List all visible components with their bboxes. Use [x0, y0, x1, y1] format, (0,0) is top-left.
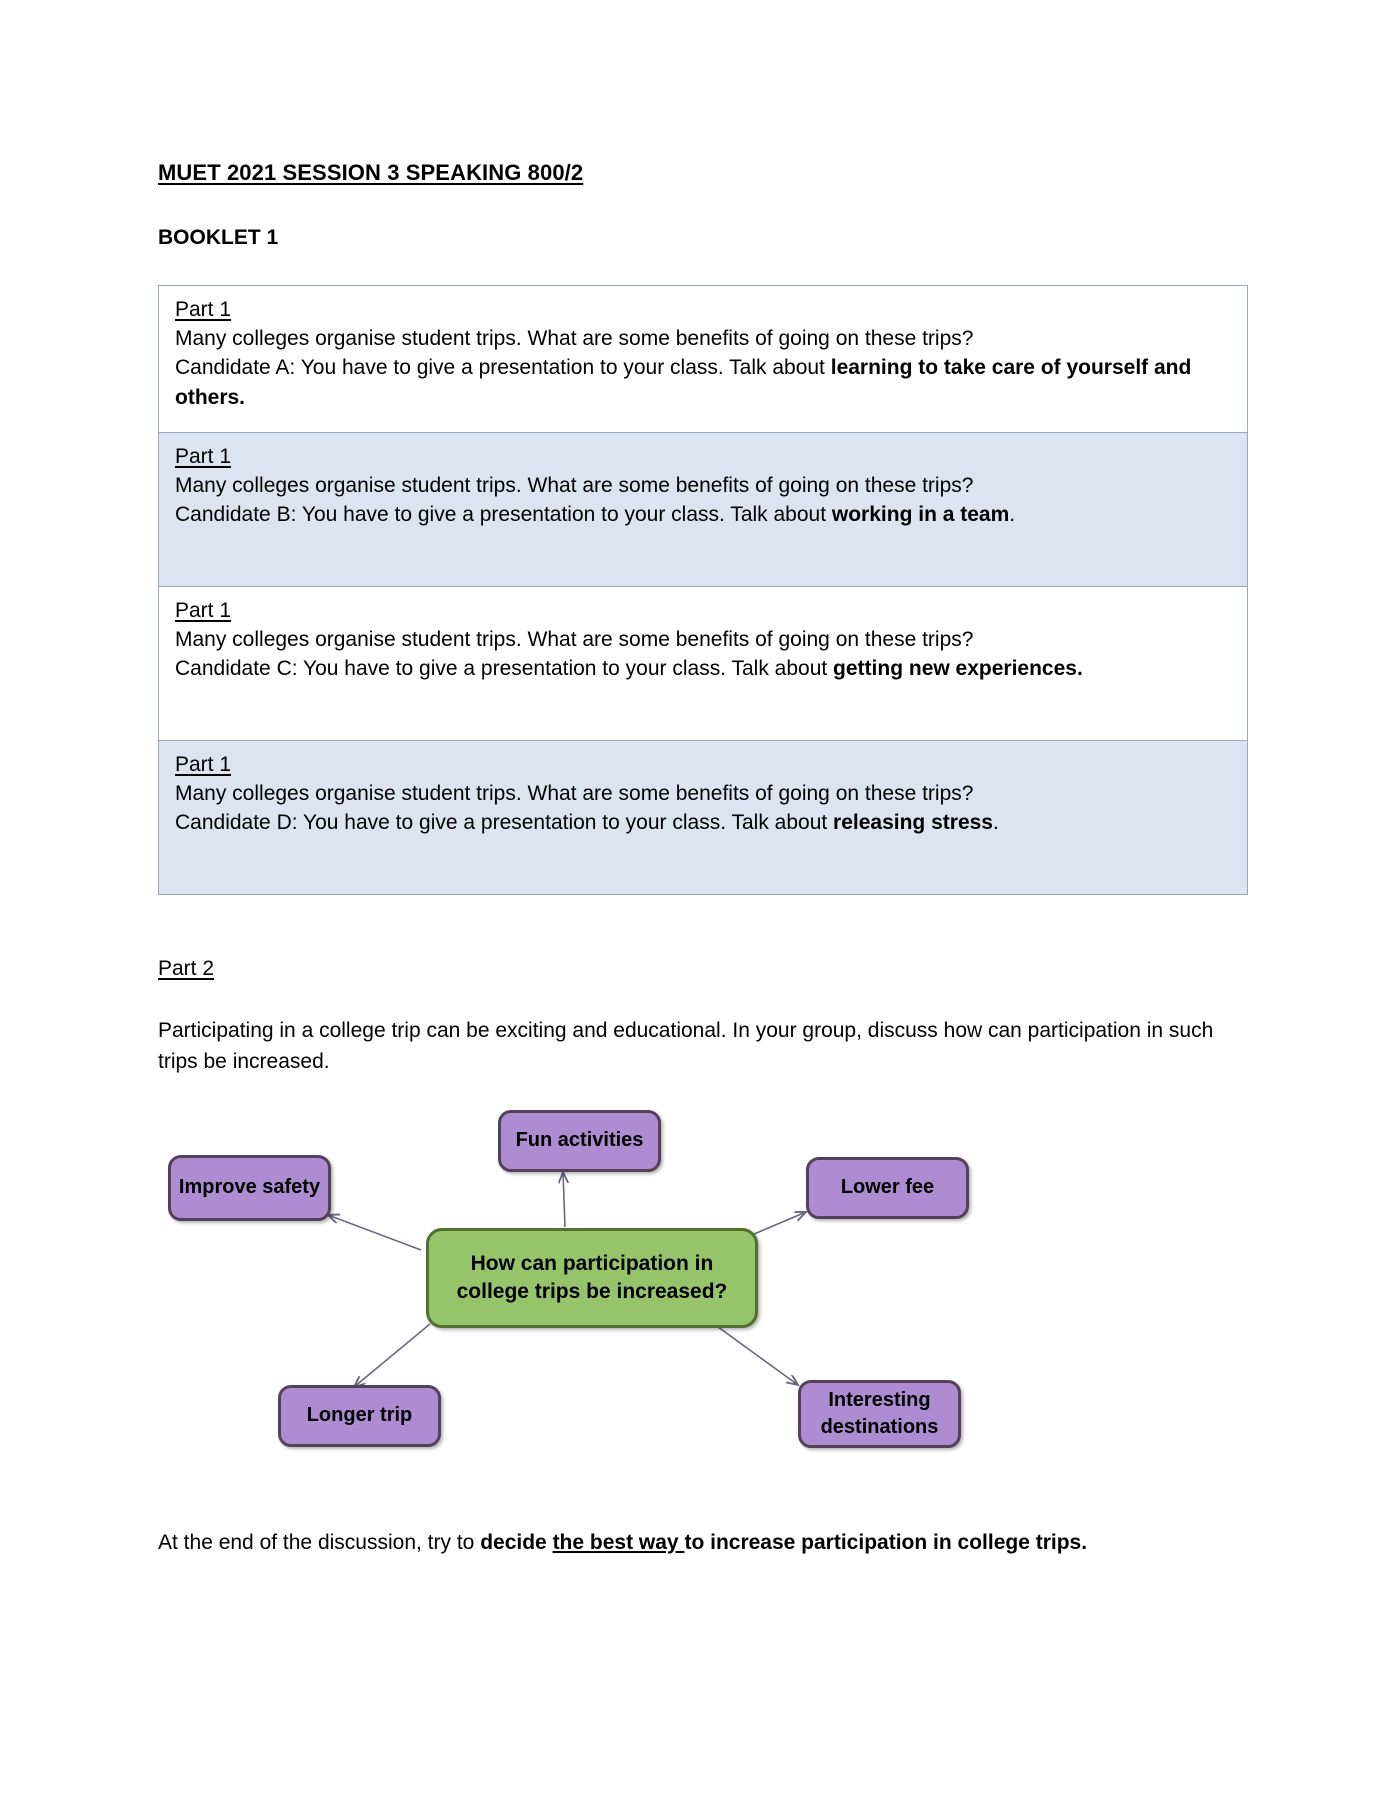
diagram-node-interesting-destinations[interactable]: Interesting destinations: [798, 1379, 961, 1448]
table-row: Part 1 Many colleges organise student tr…: [158, 739, 1248, 895]
page-title: MUET 2021 SESSION 3 SPEAKING 800/2: [158, 160, 584, 185]
closing-instruction: At the end of the discussion, try to dec…: [158, 1528, 1228, 1558]
part2-intro-text: Participating in a college trip can be e…: [158, 1018, 1214, 1074]
prompt-instruction: Candidate D: You have to give a presenta…: [175, 808, 1231, 838]
diagram-node-label: Longer trip: [306, 1404, 413, 1427]
prompt-cell-candidate-c: Part 1 Many colleges organise student tr…: [158, 585, 1248, 741]
prompt-topic-trailing: .: [1009, 503, 1016, 527]
part1-prompt-table: Part 1 Many colleges organise student tr…: [158, 284, 1248, 895]
prompt-cell-candidate-a: Part 1 Many colleges organise student tr…: [158, 284, 1248, 433]
part-label: Part 1: [175, 444, 232, 468]
closing-prefix: At the end of the discussion, try to: [158, 1530, 481, 1554]
part-label: Part 1: [175, 598, 232, 622]
closing-underlined: the best way: [552, 1530, 685, 1554]
diagram-node-lower-fee[interactable]: Lower fee: [806, 1156, 969, 1219]
prompt-instruction: Candidate B: You have to give a presenta…: [175, 500, 1231, 530]
diagram-node-label: Lower fee: [840, 1176, 935, 1199]
diagram-node-label: Fun activities: [515, 1129, 644, 1152]
diagram-center-line-2: college trips be increased?: [456, 1279, 728, 1303]
prompt-question: Many colleges organise student trips. Wh…: [175, 781, 974, 805]
prompt-instruction-prefix: Candidate D: You have to give a presenta…: [175, 811, 834, 835]
prompt-question: Many colleges organise student trips. Wh…: [175, 627, 974, 651]
diagram-node-longer-trip[interactable]: Longer trip: [278, 1384, 441, 1447]
part2-section: Part 2 Participating in a college trip c…: [158, 957, 1248, 1558]
prompt-cell-candidate-d: Part 1 Many colleges organise student tr…: [158, 739, 1248, 895]
prompt-topic: working in a team: [831, 503, 1010, 527]
prompt-question: Many colleges organise student trips. Wh…: [175, 473, 974, 497]
connector-fun-activities: [563, 1172, 565, 1227]
connector-improve-safety: [328, 1215, 422, 1251]
connector-interesting-destinations: [713, 1322, 798, 1385]
table-row: Part 1 Many colleges organise student tr…: [158, 431, 1248, 587]
page-content: MUET 2021 SESSION 3 SPEAKING 800/2 BOOKL…: [158, 160, 1248, 1579]
connector-longer-trip: [354, 1322, 431, 1387]
prompt-instruction-prefix: Candidate B: You have to give a presenta…: [175, 503, 832, 527]
diagram-node-central-question[interactable]: How can participation in college trips b…: [426, 1227, 758, 1328]
prompt-instruction: Candidate A: You have to give a presenta…: [175, 353, 1231, 413]
prompt-topic: learning to take care of yourself and ot…: [175, 356, 1192, 410]
diagram-center-line-1: How can participation in: [470, 1251, 714, 1275]
mind-map-diagram: Fun activities Improve safety Lower fee …: [158, 1102, 1248, 1502]
part-label: Part 1: [175, 297, 232, 321]
prompt-topic-trailing: .: [992, 811, 999, 835]
diagram-node-fun-activities[interactable]: Fun activities: [498, 1109, 661, 1172]
prompt-instruction: Candidate C: You have to give a presenta…: [175, 654, 1231, 684]
table-row: Part 1 Many colleges organise student tr…: [158, 284, 1248, 433]
closing-bold-start: decide: [480, 1530, 553, 1554]
prompt-topic: getting new experiences.: [833, 657, 1083, 681]
prompt-instruction-prefix: Candidate C: You have to give a presenta…: [175, 657, 834, 681]
booklet-heading: BOOKLET 1: [158, 226, 279, 250]
table-row: Part 1 Many colleges organise student tr…: [158, 585, 1248, 741]
prompt-instruction-prefix: Candidate A: You have to give a presenta…: [175, 356, 831, 380]
prompt-cell-candidate-b: Part 1 Many colleges organise student tr…: [158, 431, 1248, 587]
part2-label: Part 2: [158, 956, 215, 980]
diagram-node-label: Interesting destinations: [820, 1389, 939, 1438]
closing-bold-end: to increase participation in college tri…: [684, 1530, 1088, 1554]
prompt-topic: releasing stress: [833, 811, 993, 835]
diagram-node-label: Improve safety: [178, 1176, 321, 1199]
prompt-question: Many colleges organise student trips. Wh…: [175, 326, 974, 350]
part-label: Part 1: [175, 752, 232, 776]
diagram-node-improve-safety[interactable]: Improve safety: [168, 1154, 331, 1221]
